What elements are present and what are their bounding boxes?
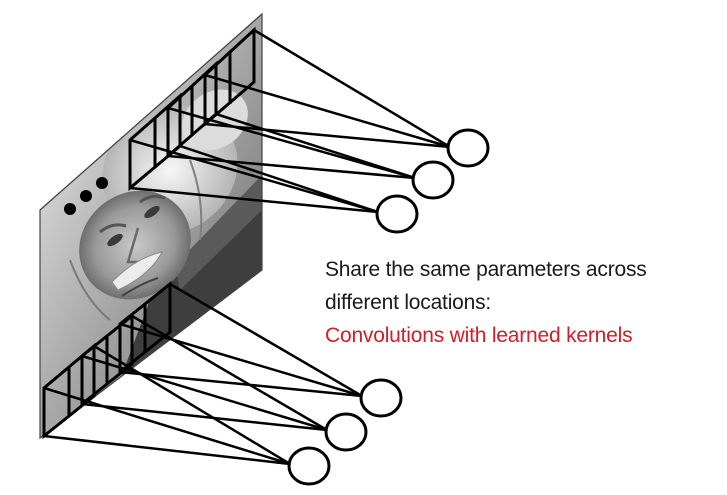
output-neurons-top bbox=[375, 128, 490, 234]
neuron-bottom-1 bbox=[359, 378, 403, 418]
output-neurons-bottom bbox=[287, 378, 403, 486]
caption-line-1: Share the same parameters across bbox=[325, 258, 647, 281]
ellipsis-dots bbox=[64, 177, 108, 215]
kernel-patches-bottom bbox=[42, 280, 172, 440]
neuron-top-3 bbox=[375, 194, 419, 234]
neuron-bottom-2 bbox=[324, 412, 368, 452]
connections-top bbox=[129, 28, 451, 214]
neuron-top-1 bbox=[446, 128, 490, 168]
neuron-bottom-3 bbox=[287, 446, 331, 486]
caption-text: Share the same parameters across differe… bbox=[325, 253, 725, 352]
portrait-photo bbox=[69, 89, 262, 380]
caption-line-3-highlight: Convolutions with learned kernels bbox=[325, 324, 633, 347]
connections-bottom bbox=[43, 282, 363, 466]
neuron-top-2 bbox=[411, 160, 455, 200]
caption-line-2: different locations: bbox=[325, 291, 492, 314]
